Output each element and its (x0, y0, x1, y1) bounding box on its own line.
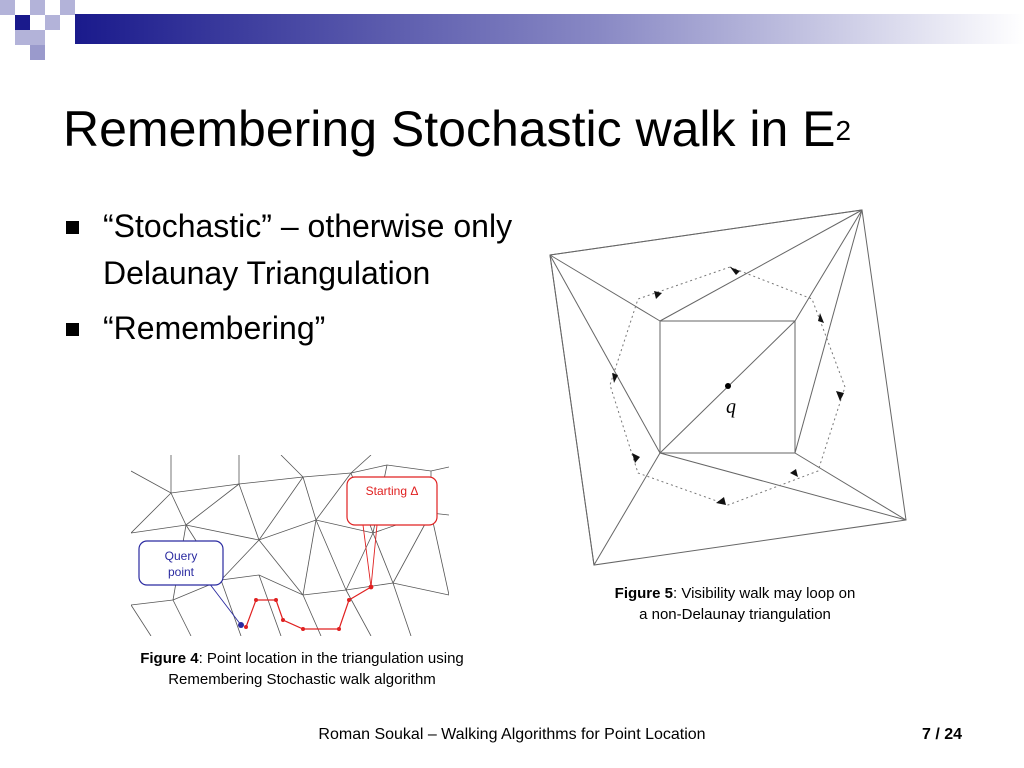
figure-4-image: Query point Starting Δ (131, 455, 449, 636)
starting-label: Starting Δ (366, 484, 419, 498)
page-number: 7 / 24 (921, 726, 962, 743)
bullet-item: “Stochastic” – otherwise only Delaunay T… (66, 203, 526, 297)
figure-4-caption: Figure 4: Point location in the triangul… (140, 650, 464, 688)
query-label-line2: point (168, 565, 195, 579)
figure-5-image: q (549, 209, 907, 566)
visibility-walk-loop (609, 266, 846, 506)
footer-text: Roman Soukal – Walking Algorithms for Po… (318, 726, 706, 743)
q-label: q (726, 396, 736, 418)
figure-5-caption: Figure 5: Visibility walk may loop on a … (614, 585, 856, 623)
query-callout (138, 540, 224, 586)
non-delaunay-triangulation (549, 209, 907, 566)
walk-path (245, 586, 372, 630)
title-superscript: 2 (835, 115, 852, 146)
query-label-line1: Query (165, 549, 198, 563)
query-point-q (725, 383, 731, 389)
bullet-list: “Stochastic” – otherwise only Delaunay T… (66, 203, 526, 360)
header-decoration (0, 0, 1024, 60)
slide-title: Remembering Stochastic walk in E2 (63, 101, 852, 157)
starting-callout (346, 476, 438, 526)
square-bullet-icon (66, 323, 79, 336)
bullet-item: “Remembering” (66, 305, 526, 352)
square-bullet-icon (66, 221, 79, 234)
loop-arrows (612, 267, 844, 505)
